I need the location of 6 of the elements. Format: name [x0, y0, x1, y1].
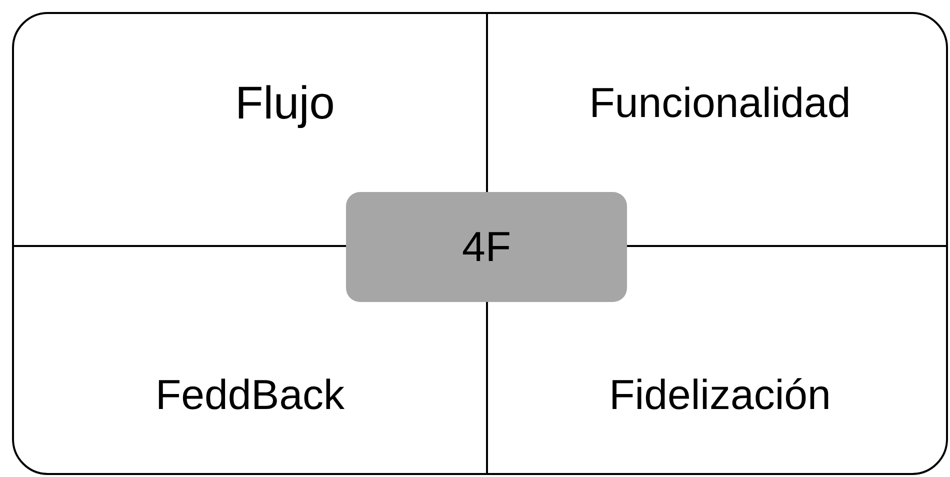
quadrant-label: FeddBack [155, 372, 345, 418]
quadrant-label: Flujo [235, 78, 335, 128]
quadrant-label: Funcionalidad [589, 80, 851, 126]
center-box: 4F [346, 192, 627, 302]
frame-border [12, 12, 948, 475]
quadrant-label: Fidelización [609, 372, 831, 418]
